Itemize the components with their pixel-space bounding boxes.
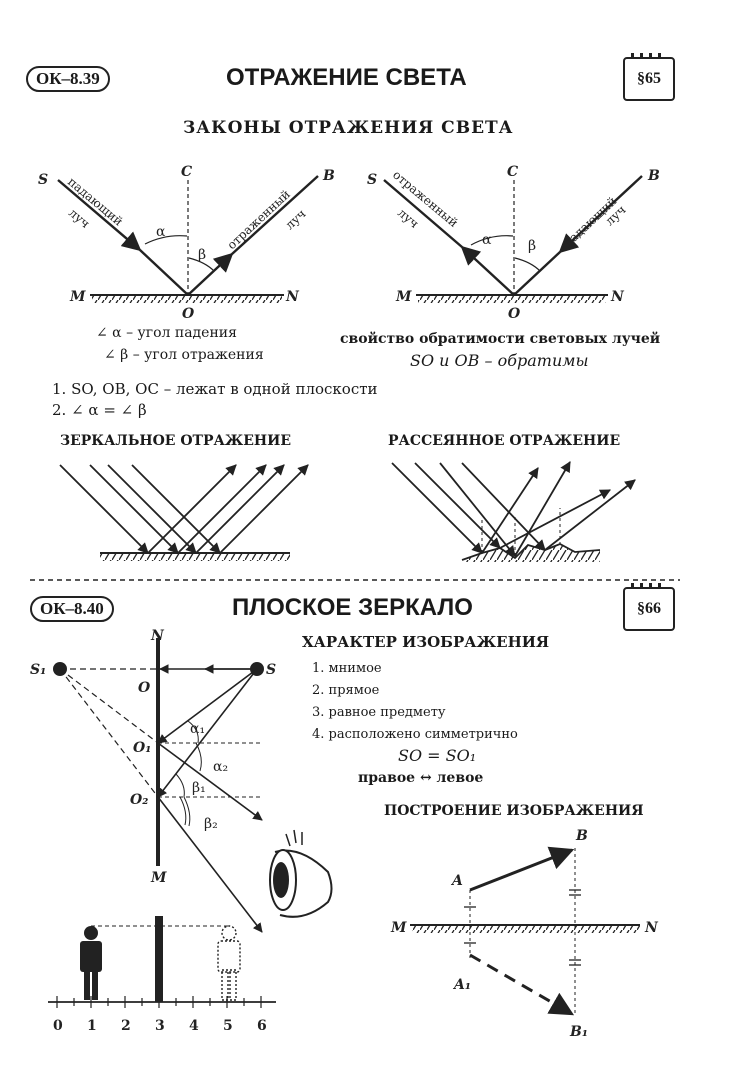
label-o2: O [508, 306, 521, 322]
law-1: 1. SO, OB, OC – лежат в одной плоскости [52, 380, 378, 398]
small-mirror [155, 916, 163, 1002]
alpha-arc [144, 235, 188, 245]
scale-tick-6: 6 [257, 1018, 267, 1034]
characteristic-1: 1. мнимое [312, 661, 382, 676]
characteristic-4: 4. расположено симметрично [312, 727, 518, 742]
scale-tick-5: 5 [223, 1018, 233, 1034]
reflected-ray [231, 175, 319, 255]
def-alpha: ∠ α – угол падения [96, 325, 237, 341]
beta-arc [188, 257, 215, 272]
label-n2: N [610, 289, 625, 305]
law-figure-2 [383, 175, 643, 303]
label-alpha2: α [482, 232, 492, 248]
label-n1: N [285, 289, 300, 305]
label-incident1-ray: луч [66, 206, 92, 231]
incident-ray [513, 251, 561, 296]
image-arrow [469, 953, 575, 1016]
diffuse-reflection-figure [391, 461, 636, 562]
label-m-construction: M [390, 920, 407, 936]
label-s-source: S [266, 662, 276, 678]
label-reflected1-ray: луч [282, 206, 308, 232]
label-beta-1: β₁ [192, 780, 206, 796]
label-beta1: β [198, 247, 206, 263]
section-code-840: ОК–8.40 [30, 596, 114, 622]
specular-title: ЗЕРКАЛЬНОЕ ОТРАЖЕНИЕ [60, 433, 292, 449]
plane-mirror-diagram [53, 638, 264, 933]
label-m2: M [395, 289, 412, 305]
object-arrow [469, 846, 575, 892]
image-construction-diagram [410, 846, 640, 1016]
incident-ray-arrow [558, 175, 643, 254]
label-b1: B [322, 168, 335, 184]
law-figure-1 [57, 175, 319, 303]
label-a: A [450, 873, 463, 889]
paragraph-badge-65: §65 [623, 53, 675, 101]
reflected-ray [383, 179, 463, 248]
reversible-text: SO и OB – обратимы [410, 351, 589, 370]
left-right-text: правое ↔ левое [358, 770, 484, 786]
mirror-hatch [418, 295, 606, 303]
label-o1: O₁ [133, 740, 151, 756]
specular-reflection-figure [59, 464, 309, 561]
label-s1: S [38, 172, 48, 188]
laws-title: ЗАКОНЫ ОТРАЖЕНИЯ СВЕТА [183, 118, 514, 138]
label-m-bottom: M [150, 870, 167, 886]
label-s2: S [367, 172, 377, 188]
symmetry-equation: SO = SO₁ [398, 746, 477, 765]
label-alpha-2: α₂ [213, 759, 228, 775]
beta-arc [514, 257, 541, 272]
characteristic-3: 3. равное предмету [312, 705, 446, 720]
label-alpha1: α [156, 224, 166, 240]
mirror-hatch [92, 295, 282, 303]
label-n-top: N [150, 628, 165, 644]
section-title-reflection: ОТРАЖЕНИЕ СВЕТА [226, 64, 467, 91]
label-a1: A₁ [452, 977, 471, 993]
construction-title: ПОСТРОЕНИЕ ИЗОБРАЖЕНИЯ [384, 803, 644, 819]
reversibility-text: свойство обратимости световых лучей [340, 331, 661, 347]
label-b: B [575, 828, 588, 844]
incident-ray-arrow [57, 179, 142, 252]
label-b2: B [647, 168, 660, 184]
label-beta-2: β₂ [204, 816, 218, 832]
diffuse-title: РАССЕЯННОЕ ОТРАЖЕНИЕ [388, 433, 621, 449]
def-beta: ∠ β – угол отражения [104, 347, 264, 363]
label-c2: C [507, 164, 518, 180]
reflected-ray-arrow [460, 245, 515, 296]
person-image-figure [217, 925, 241, 1001]
label-alpha-1: α₁ [190, 721, 205, 737]
label-c1: C [181, 164, 192, 180]
eye-icon [269, 829, 333, 918]
law-2: 2. ∠ α = ∠ β [52, 401, 147, 419]
scale-tick-1: 1 [87, 1018, 97, 1034]
label-o1: O [182, 306, 195, 322]
person-figure [80, 926, 102, 1000]
label-s1-image: S₁ [30, 662, 46, 678]
section-code-839: ОК–8.39 [26, 66, 110, 92]
scale-tick-2: 2 [121, 1018, 131, 1034]
label-m1: M [69, 289, 86, 305]
label-beta2: β [528, 238, 536, 254]
scale-tick-0: 0 [53, 1018, 63, 1034]
label-o2: O₂ [130, 792, 148, 808]
object-image-scale [48, 916, 276, 1008]
paragraph-badge-66: §66 [623, 583, 675, 631]
label-b1: B₁ [569, 1024, 588, 1040]
incident-ray [139, 249, 189, 296]
label-reflected1: отраженный [224, 187, 292, 252]
alpha-arc [470, 235, 514, 246]
label-o: O [138, 680, 151, 696]
label-n-construction: N [644, 920, 659, 936]
image-characteristics-title: ХАРАКТЕР ИЗОБРАЖЕНИЯ [302, 633, 550, 651]
scale-tick-3: 3 [155, 1018, 165, 1034]
reflected-ray-arrow [187, 252, 234, 296]
characteristic-2: 2. прямое [312, 683, 380, 698]
section-title-plane-mirror: ПЛОСКОЕ ЗЕРКАЛО [232, 594, 473, 621]
scale-tick-4: 4 [189, 1018, 199, 1034]
